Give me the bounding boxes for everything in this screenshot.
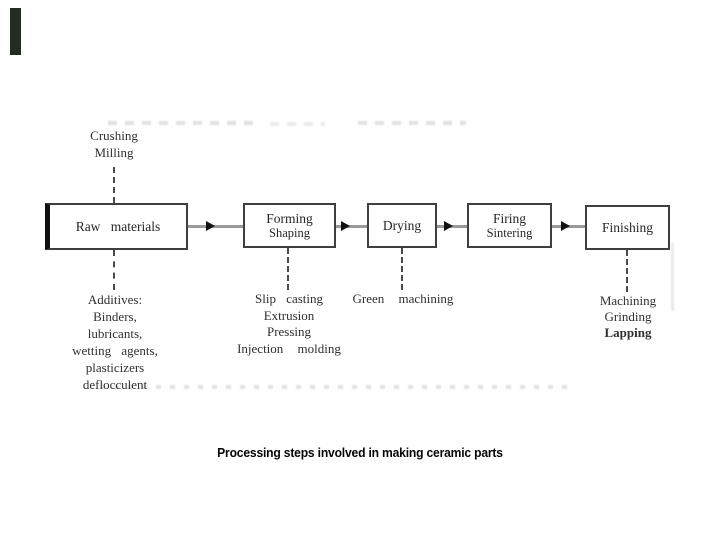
dashed-connector-finishing [626, 250, 628, 292]
label-line: Milling [94, 144, 134, 160]
label-line: Binders, [93, 309, 137, 324]
label-line: Pressing [266, 324, 312, 339]
connector-line [336, 225, 367, 228]
label-line: lubricants, [87, 326, 143, 341]
label-line: wetting agents, [72, 343, 158, 358]
label-green-machining: Green machining [333, 291, 473, 308]
label-line: Extrusion [263, 307, 315, 323]
label-crushing-milling: Crushing Milling [44, 128, 184, 161]
box-firing-sintering: Firing Sintering [467, 203, 552, 248]
arrow-right-icon [206, 221, 215, 231]
box-finishing: Finishing [585, 205, 670, 250]
label-line: Machining [599, 293, 657, 308]
box-forming-shaping: Forming Shaping [243, 203, 336, 248]
label-line: Green machining [352, 291, 454, 306]
arrow-right-icon [444, 221, 453, 231]
ghost-streak [270, 122, 325, 126]
box-label: Sintering [486, 225, 533, 240]
ghost-streak [671, 243, 674, 311]
label-line: Injection molding [237, 340, 341, 356]
box-label: Forming [266, 210, 313, 226]
box-label: Shaping [269, 225, 310, 240]
label-line: Slip casting [254, 291, 324, 306]
scan-artifact-bar [10, 8, 21, 55]
dashed-connector-forming [287, 248, 289, 290]
dashed-connector-drying [401, 248, 403, 290]
label-forming-methods: Slip casting Extrusion Pressing Injectio… [214, 291, 364, 357]
label-line: deflocculent [82, 377, 148, 392]
dashed-connector-raw [113, 250, 115, 290]
label-finishing-methods: Machining Grinding Lapping [558, 293, 698, 341]
ghost-streak [100, 385, 575, 389]
box-label: Finishing [601, 220, 653, 235]
label-line: Crushing [90, 128, 138, 143]
box-raw-materials: Raw materials [45, 203, 188, 250]
box-label: Raw materials [75, 219, 161, 234]
box-drying: Drying [367, 203, 437, 248]
label-additives: Additives: Binders, lubricants, wetting … [35, 291, 195, 393]
arrow-right-icon [341, 221, 350, 231]
label-line: Lapping [604, 325, 652, 340]
dashed-connector-top [113, 167, 115, 203]
label-line: Additives: [87, 292, 143, 307]
label-line: plasticizers [85, 360, 145, 375]
connector-line [188, 225, 243, 228]
ghost-streak [358, 121, 466, 125]
box-label: Firing [492, 210, 526, 226]
label-line: Grinding [604, 309, 652, 324]
ghost-streak [108, 121, 258, 125]
figure-caption: Processing steps involved in making cera… [217, 446, 503, 460]
box-label: Drying [382, 218, 422, 233]
arrow-right-icon [561, 221, 570, 231]
